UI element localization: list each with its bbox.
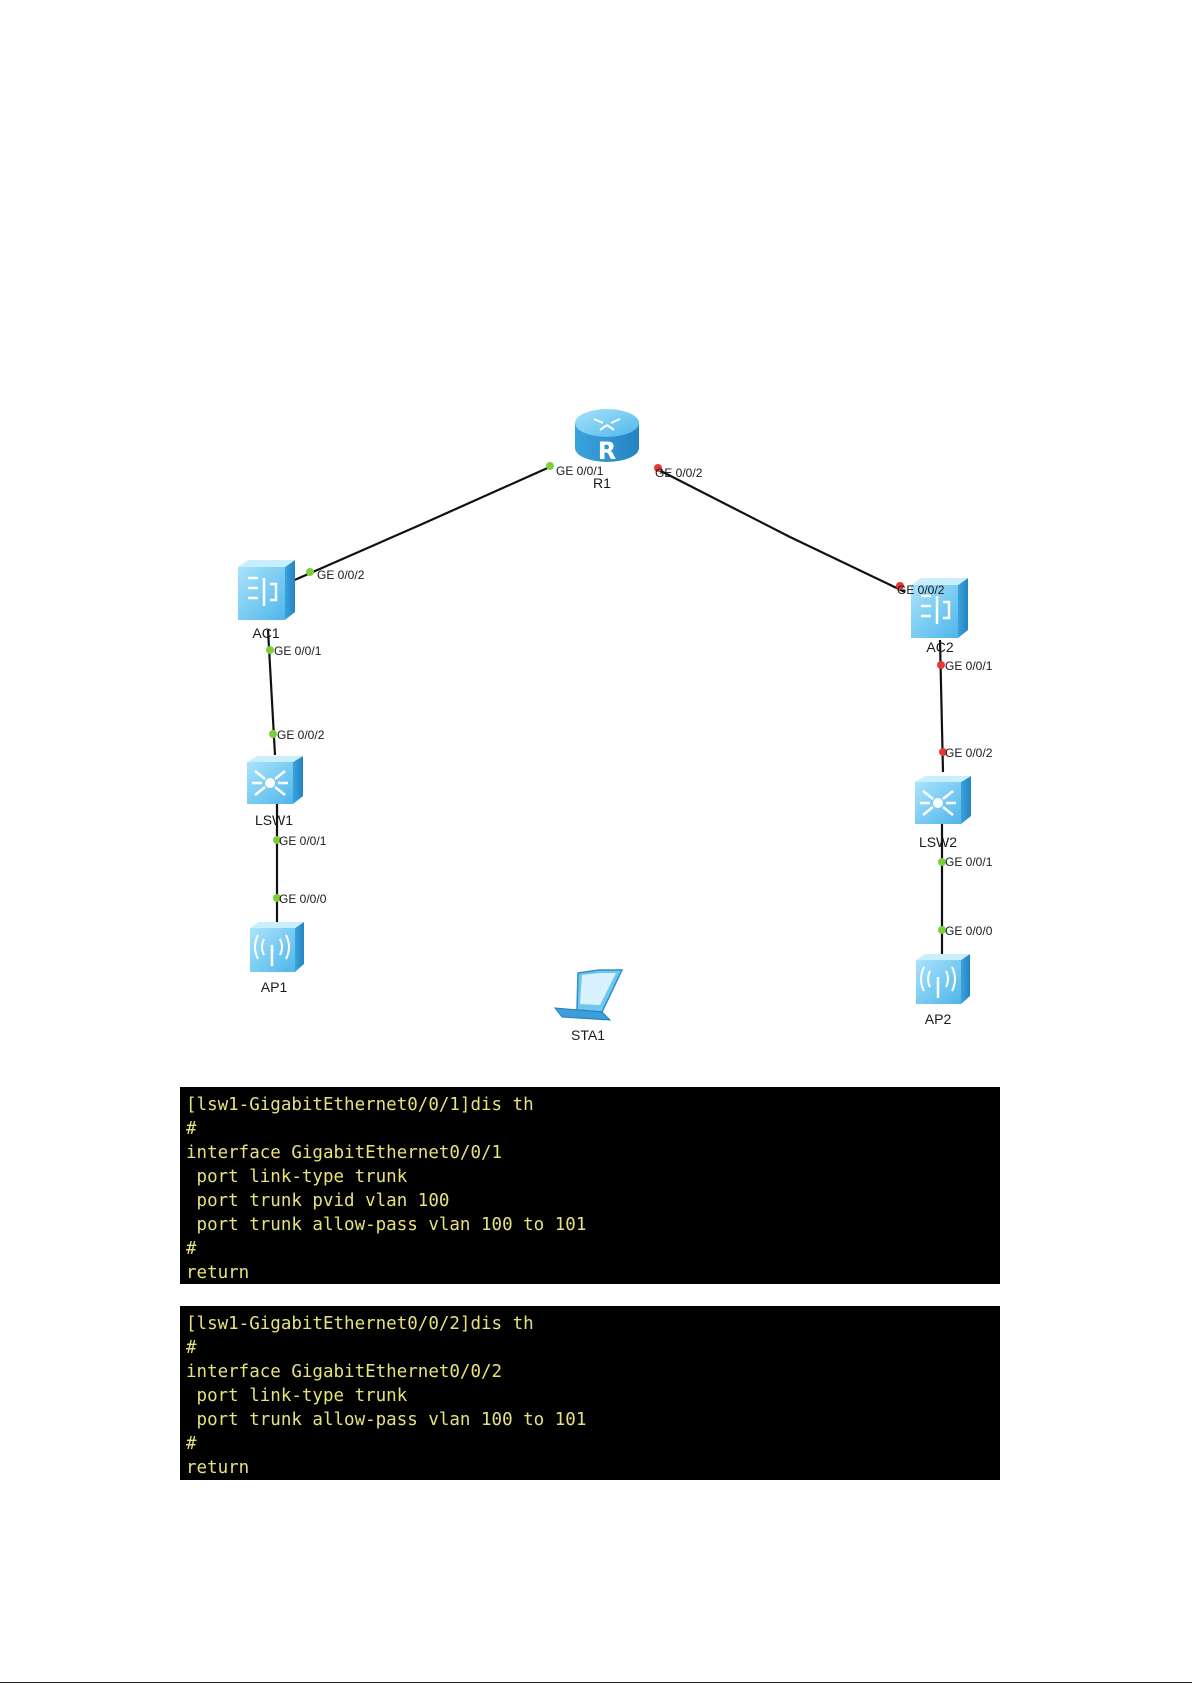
- r1-ge001-label: GE 0/0/1: [556, 464, 604, 478]
- switch-icon: [247, 756, 303, 804]
- links: [266, 464, 945, 955]
- lsw2-label: LSW2: [919, 834, 957, 850]
- port-dot-ac2-ge001: [937, 661, 945, 669]
- wireless-ap-icon: [250, 922, 304, 972]
- port-labels: GE 0/0/1 GE 0/0/2 GE 0/0/2 GE 0/0/1 GE 0…: [274, 464, 993, 938]
- sta1-label: STA1: [571, 1027, 605, 1043]
- router-icon: R: [575, 409, 639, 465]
- ac1-ge001-label: GE 0/0/1: [274, 644, 322, 658]
- terminal-line: interface GigabitEthernet0/0/2: [186, 1362, 503, 1382]
- laptop-icon: [553, 969, 624, 1021]
- lsw2-ge002-label: GE 0/0/2: [945, 746, 993, 760]
- lsw2-ge001-label: GE 0/0/1: [945, 855, 993, 869]
- ac2-ge001-label: GE 0/0/1: [945, 659, 993, 673]
- ac1-label: AC1: [252, 625, 279, 641]
- terminal-line: [lsw1-GigabitEthernet0/0/2]dis th: [186, 1314, 534, 1334]
- port-dot-r1-ge002: [654, 464, 662, 472]
- ac2-ge002-label: GE 0/0/2: [897, 583, 945, 597]
- lsw1-ge002-label: GE 0/0/2: [277, 728, 325, 742]
- ac1-ge002-label: GE 0/0/2: [317, 568, 365, 582]
- terminal-output-ge002: [lsw1-GigabitEthernet0/0/2]dis th # inte…: [180, 1306, 1000, 1480]
- port-dot-r1-ge001: [546, 462, 554, 470]
- lsw1-label: LSW1: [255, 812, 293, 828]
- port-dot-ap1-ge000: [273, 894, 281, 902]
- terminal-output-ge001: [lsw1-GigabitEthernet0/0/1]dis th # inte…: [180, 1087, 1000, 1284]
- page-footer-rule: [0, 1682, 1192, 1683]
- ap2-label: AP2: [925, 1011, 952, 1027]
- port-dot-lsw2-ge001: [938, 858, 946, 866]
- port-dot-lsw1-ge002: [269, 730, 277, 738]
- terminal-line: interface GigabitEthernet0/0/1: [186, 1143, 503, 1163]
- terminal-line: port link-type trunk: [186, 1167, 408, 1187]
- device-ap1[interactable]: AP1: [250, 922, 304, 995]
- device-ac1[interactable]: AC1: [238, 560, 295, 641]
- port-dot-ac2-ge002: [896, 582, 904, 590]
- terminal-line: return: [186, 1458, 250, 1478]
- device-lsw1[interactable]: LSW1: [247, 756, 303, 828]
- terminal-line: [lsw1-GigabitEthernet0/0/1]dis th: [186, 1095, 534, 1115]
- lsw1-ge001-label: GE 0/0/1: [279, 834, 327, 848]
- device-lsw2[interactable]: LSW2: [915, 776, 971, 850]
- terminal-line: port trunk pvid vlan 100: [186, 1191, 450, 1211]
- wireless-ap-icon: [916, 954, 970, 1004]
- switch-icon: [915, 776, 971, 824]
- r1-label: R1: [593, 475, 611, 491]
- r1-ge002-label: GE 0/0/2: [655, 466, 703, 480]
- link-r1-ac2[interactable]: [654, 467, 906, 593]
- ac2-label: AC2: [926, 639, 953, 655]
- device-ap2[interactable]: AP2: [916, 954, 970, 1027]
- terminal-line: #: [186, 1434, 197, 1454]
- port-dot-lsw2-ge002: [939, 748, 947, 756]
- terminal-line: port trunk allow-pass vlan 100 to 101: [186, 1410, 587, 1430]
- terminal-line: #: [186, 1338, 197, 1358]
- network-topology-diagram: R R1 AC1 AC2 LSW1: [238, 409, 993, 1043]
- terminal-line: return: [186, 1263, 250, 1283]
- link-r1-ac1[interactable]: [289, 464, 553, 584]
- ap1-label: AP1: [261, 979, 288, 995]
- terminal-line: port trunk allow-pass vlan 100 to 101: [186, 1215, 587, 1235]
- terminal-line: #: [186, 1119, 197, 1139]
- ap2-ge000-label: GE 0/0/0: [945, 924, 993, 938]
- device-r1[interactable]: R R1: [575, 409, 639, 491]
- ap1-ge000-label: GE 0/0/0: [279, 892, 327, 906]
- port-dot-lsw1-ge001: [273, 836, 281, 844]
- port-indicators: [266, 462, 947, 934]
- svg-text:R: R: [598, 437, 616, 465]
- terminal-line: #: [186, 1239, 197, 1259]
- port-dot-ap2-ge000: [938, 926, 946, 934]
- access-controller-icon: [238, 560, 295, 620]
- device-sta1[interactable]: STA1: [553, 969, 624, 1043]
- access-controller-icon: [911, 578, 968, 638]
- terminal-line: port link-type trunk: [186, 1386, 408, 1406]
- port-dot-ac1-ge002: [306, 568, 314, 576]
- device-ac2[interactable]: AC2: [911, 578, 968, 655]
- port-dot-ac1-ge001: [266, 646, 274, 654]
